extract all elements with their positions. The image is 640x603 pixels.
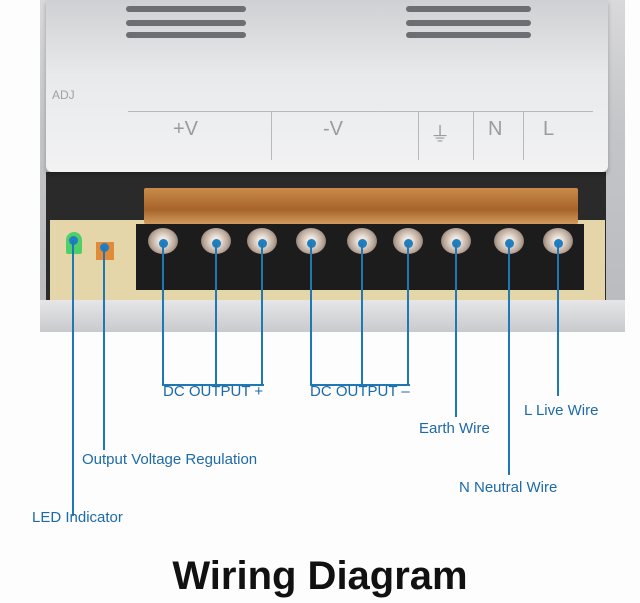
callout-dc-output-minus: DC OUTPUT – xyxy=(310,383,410,400)
terminal-cover xyxy=(144,188,578,224)
callout-line xyxy=(508,243,510,475)
divider xyxy=(523,112,524,160)
callout-line xyxy=(407,243,409,385)
callout-line xyxy=(215,243,217,385)
callout-live-wire: L Live Wire xyxy=(524,402,599,419)
vent xyxy=(126,20,246,26)
case-cover xyxy=(46,0,608,172)
callout-line xyxy=(261,243,263,385)
vent xyxy=(126,32,246,38)
callout-line xyxy=(162,243,164,385)
vent xyxy=(406,6,531,12)
earth-icon: ⏚ xyxy=(430,124,450,146)
callout-line xyxy=(103,247,105,450)
callout-voltage-regulation: Output Voltage Regulation xyxy=(82,451,258,468)
case-bottom-lip xyxy=(40,300,625,332)
callout-line xyxy=(361,243,363,385)
divider xyxy=(418,112,419,160)
vent xyxy=(406,20,531,26)
callout-neutral-wire: N Neutral Wire xyxy=(459,479,558,496)
terminal-labels: +V -V ⏚ N L xyxy=(128,111,593,160)
callout-line xyxy=(557,243,559,396)
callout-line xyxy=(162,384,264,386)
callout-line xyxy=(455,243,457,417)
adj-marking: ADJ xyxy=(52,88,75,102)
callout-line xyxy=(310,384,410,386)
minus-v-marking: -V xyxy=(323,118,343,140)
vent xyxy=(126,6,246,12)
divider xyxy=(473,112,474,160)
callout-line xyxy=(310,243,312,385)
vent xyxy=(406,32,531,38)
diagram-title: Wiring Diagram xyxy=(172,554,468,598)
divider xyxy=(271,112,272,160)
l-marking: L xyxy=(543,118,555,140)
callout-line xyxy=(72,240,74,516)
n-marking: N xyxy=(488,118,503,140)
callout-earth-wire: Earth Wire xyxy=(419,420,490,437)
callout-dc-output-plus: DC OUTPUT + xyxy=(163,383,264,400)
callout-led-indicator: LED Indicator xyxy=(32,509,123,526)
plus-v-marking: +V xyxy=(173,118,199,140)
